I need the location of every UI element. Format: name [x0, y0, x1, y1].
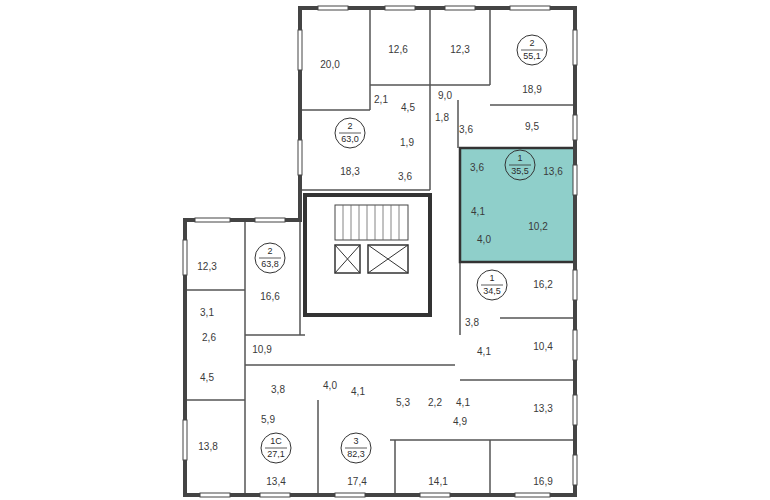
apartment-badge: 135,5 — [504, 149, 536, 181]
apartment-area: 34,5 — [483, 285, 501, 298]
room-count: 2 — [529, 37, 534, 50]
outer-wall — [185, 8, 575, 495]
interior-walls — [185, 8, 575, 495]
room-area: 4,9 — [453, 416, 467, 428]
room-area: 5,9 — [261, 414, 275, 426]
apartment-badge: 1С27,1 — [260, 432, 292, 464]
room-count: 2 — [267, 245, 272, 258]
room-area: 3,1 — [200, 307, 214, 319]
room-area: 4,1 — [456, 397, 470, 409]
room-area: 2,2 — [428, 397, 442, 409]
stair-core — [305, 195, 430, 315]
room-area: 3,8 — [271, 384, 285, 396]
room-area: 3,8 — [465, 317, 479, 329]
room-area: 4,0 — [477, 234, 491, 246]
room-area: 3,6 — [459, 124, 473, 136]
apartment-area: 82,3 — [347, 448, 365, 461]
room-area: 13,8 — [198, 441, 217, 453]
apartment-area: 63,0 — [341, 133, 359, 146]
room-area: 16,9 — [533, 476, 552, 488]
room-count: 1 — [517, 152, 522, 165]
highlighted-apartment — [460, 148, 575, 262]
room-area: 4,0 — [323, 380, 337, 392]
room-area: 13,4 — [266, 476, 285, 488]
room-area: 9,5 — [525, 121, 539, 133]
room-area: 18,9 — [522, 84, 541, 96]
room-area: 10,9 — [252, 344, 271, 356]
room-area: 4,1 — [477, 346, 491, 358]
apartment-area: 35,5 — [511, 165, 529, 178]
room-area: 4,1 — [351, 386, 365, 398]
room-area: 4,5 — [200, 372, 214, 384]
room-area: 16,6 — [260, 291, 279, 303]
windows — [183, 6, 577, 497]
room-area: 14,1 — [428, 476, 447, 488]
room-count: 1С — [270, 435, 282, 448]
room-area: 4,1 — [471, 206, 485, 218]
room-area: 2,1 — [374, 94, 388, 106]
room-area: 20,0 — [320, 59, 339, 71]
room-area: 12,3 — [197, 261, 216, 273]
apartment-badge: 134,5 — [476, 269, 508, 301]
apartment-area: 63,8 — [261, 258, 279, 271]
room-area: 12,6 — [388, 44, 407, 56]
room-area: 13,6 — [543, 166, 562, 178]
room-area: 3,6 — [398, 171, 412, 183]
room-area: 12,3 — [450, 44, 469, 56]
room-count: 2 — [347, 120, 352, 133]
room-area: 1,8 — [435, 112, 449, 124]
apartment-badge: 263,0 — [334, 117, 366, 149]
apartment-badge: 255,1 — [516, 34, 548, 66]
room-area: 10,2 — [528, 221, 547, 233]
room-count: 1 — [489, 272, 494, 285]
apartment-outline — [460, 148, 575, 262]
room-area: 17,4 — [347, 476, 366, 488]
room-area: 1,9 — [400, 137, 414, 149]
apartment-badge: 382,3 — [340, 432, 372, 464]
room-area: 5,3 — [396, 397, 410, 409]
room-area: 9,0 — [438, 90, 452, 102]
room-area: 4,5 — [401, 102, 415, 114]
room-area: 13,3 — [533, 403, 552, 415]
room-area: 18,3 — [340, 166, 359, 178]
room-count: 3 — [353, 435, 358, 448]
room-area: 16,2 — [533, 279, 552, 291]
room-area: 3,6 — [470, 162, 484, 174]
room-area: 2,6 — [202, 332, 216, 344]
apartment-area: 55,1 — [523, 50, 541, 63]
apartment-badge: 263,8 — [254, 242, 286, 274]
apartment-area: 27,1 — [267, 448, 285, 461]
room-area: 10,4 — [533, 341, 552, 353]
